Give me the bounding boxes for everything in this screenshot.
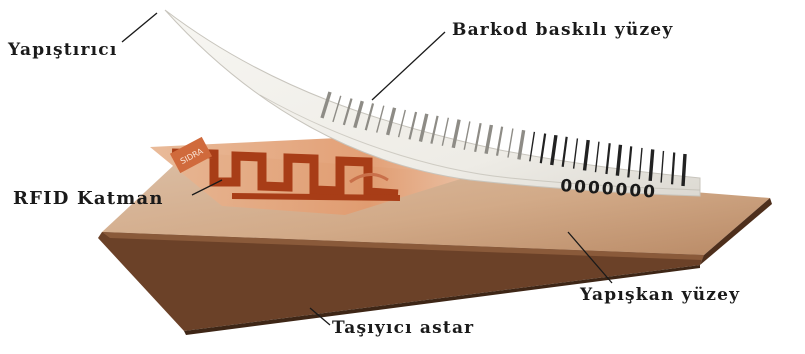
- leader-adhesive: [122, 13, 157, 42]
- label-adhesive: Yapıştırıcı: [8, 42, 117, 59]
- leader-barcode: [372, 32, 445, 100]
- barcode-bar: [683, 154, 685, 186]
- label-carrier-liner: Taşıyıcı astar: [332, 320, 474, 337]
- label-barcode-surface: Barkod baskılı yüzey: [452, 22, 673, 39]
- label-rfid-layer: RFID Katman: [13, 190, 164, 208]
- label-adhesive-surface: Yapışkan yüzey: [580, 287, 740, 304]
